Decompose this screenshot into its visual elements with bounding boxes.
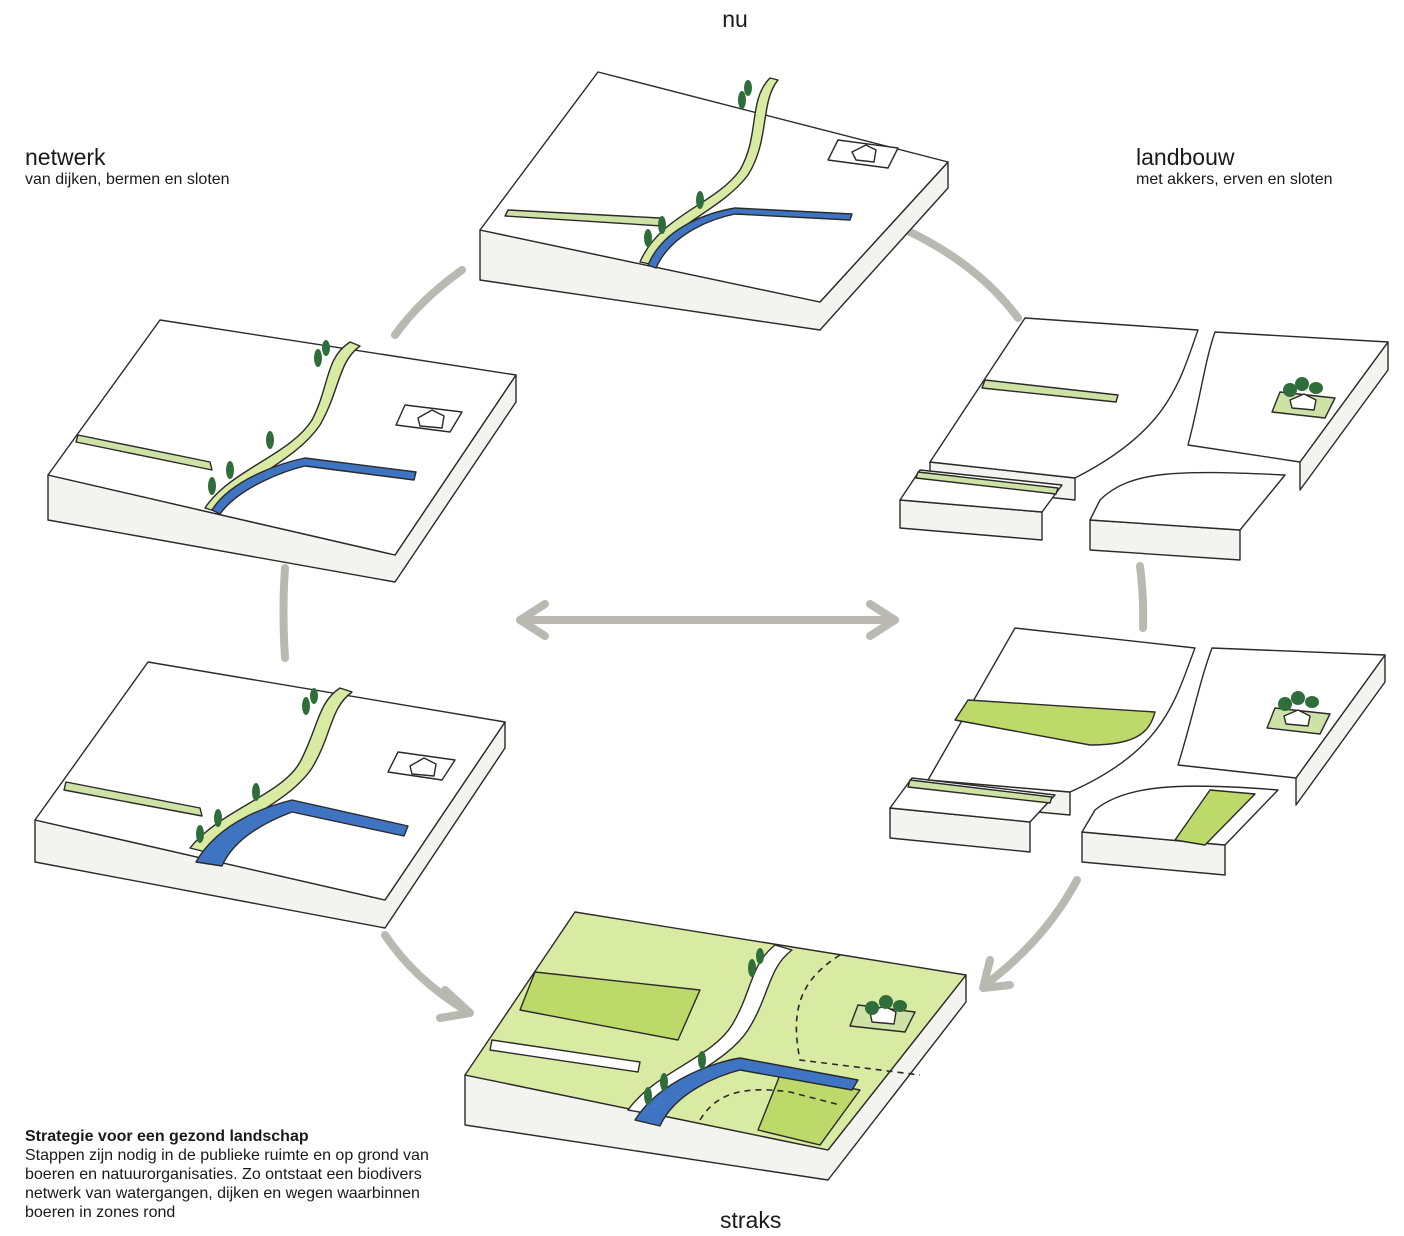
landbouw-title: landbouw xyxy=(1136,144,1235,170)
caption-body: Stappen zijn nodig in de publieke ruimte… xyxy=(25,1147,429,1221)
arc-nu-to-landbouw xyxy=(891,221,1022,322)
netwerk1-top xyxy=(47,319,517,556)
block-straks xyxy=(464,911,967,1181)
landbouw2-farmhouse xyxy=(1283,709,1311,727)
block-landbouw-2 xyxy=(889,627,1386,876)
connector-arrows xyxy=(279,221,1148,1016)
netwerk1-water xyxy=(211,457,417,515)
arrowhead-left xyxy=(516,600,549,640)
label-straks: straks xyxy=(720,1207,782,1233)
caption-heading: Strategie voor een gezond landschap xyxy=(25,1128,309,1145)
landbouw1-field-d xyxy=(1089,471,1286,531)
arrow-heads xyxy=(436,600,1014,1022)
block-netwerk-2 xyxy=(34,661,506,929)
caption: Strategie voor een gezond landschap Stap… xyxy=(25,1127,470,1222)
block-landbouw-1 xyxy=(899,317,1389,561)
landbouw1-trees xyxy=(1283,377,1323,397)
arc-netwerk-vertical xyxy=(279,564,289,662)
netwerk1-trees xyxy=(208,340,330,495)
landbouw1-berm-c xyxy=(915,471,1059,495)
arrow-landbouw-to-straks xyxy=(981,876,1081,989)
netwerk2-water xyxy=(195,799,409,867)
netwerk2-top xyxy=(34,661,506,901)
landbouw2-trees xyxy=(1278,691,1319,711)
block-nu xyxy=(479,71,949,331)
straks-water xyxy=(634,1057,859,1127)
label-netwerk: netwerk van dijken, bermen en sloten xyxy=(25,144,230,189)
label-nu: nu xyxy=(722,6,748,32)
landbouw2-berm-c xyxy=(907,779,1053,804)
landbouw1-berm-a xyxy=(981,379,1119,403)
nu-water xyxy=(647,207,853,269)
label-landbouw: landbouw met akkers, erven en sloten xyxy=(1136,144,1333,189)
netwerk2-berm xyxy=(63,781,203,817)
straks-field-dark xyxy=(519,971,701,1041)
landbouw2-strip xyxy=(1174,789,1256,846)
netwerk-title: netwerk xyxy=(25,144,106,170)
netwerk2-trees xyxy=(196,688,318,843)
block-netwerk-1 xyxy=(47,319,517,583)
netwerk1-dike xyxy=(204,341,361,513)
netwerk2-dike xyxy=(189,687,353,853)
landbouw2-green-plot xyxy=(954,699,1156,746)
arrowhead-right xyxy=(866,600,899,640)
netwerk2-farmhouse xyxy=(409,757,437,777)
nu-trees xyxy=(644,80,752,247)
straks-trees xyxy=(644,948,907,1105)
nu-dike xyxy=(639,77,779,265)
netwerk1-berm xyxy=(75,434,213,471)
netwerk-subtitle: van dijken, bermen en sloten xyxy=(25,171,230,188)
landbouw1-field-a xyxy=(929,317,1199,479)
landbouw-subtitle: met akkers, erven en sloten xyxy=(1136,171,1333,188)
arc-landbouw-vertical xyxy=(1136,562,1148,632)
arc-nu-to-netwerk xyxy=(391,266,466,339)
nu-top xyxy=(479,71,949,303)
arrowhead-straks-right xyxy=(979,956,1014,992)
landbouw1-farmhouse xyxy=(1289,393,1317,411)
nu-farmhouse xyxy=(851,144,877,163)
straks-road xyxy=(489,1039,641,1073)
straks-dashed-paths xyxy=(699,954,921,1121)
netwerk1-farmhouse xyxy=(417,409,445,429)
arrowhead-straks-left xyxy=(436,986,474,1022)
